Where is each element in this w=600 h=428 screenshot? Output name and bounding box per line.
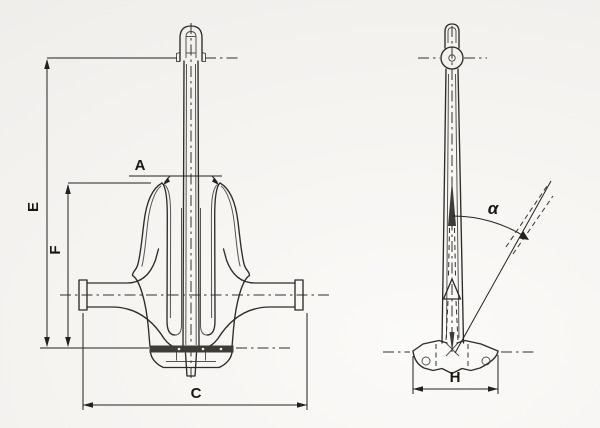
side-shank-right (457, 68, 465, 344)
dim-c-extensions (82, 313, 308, 410)
fluke-right-rim (220, 185, 241, 267)
alpha-arc-arrow (519, 230, 529, 240)
side-shank (441, 68, 465, 352)
dim-h-label: H (450, 369, 461, 386)
arm-left-bottom (86, 306, 178, 349)
fluke-rotated-axis (454, 180, 552, 354)
side-fluke-tip-up (448, 180, 456, 226)
angle-alpha: α (451, 180, 554, 354)
arm-right-palm (294, 279, 304, 311)
side-shackle-outer (444, 23, 460, 49)
alpha-arc (451, 215, 528, 239)
side-fluke-root (449, 332, 455, 352)
fluke-left-inner2 (164, 184, 172, 319)
front-fluke-left (131, 182, 182, 348)
dim-f-arrow-bottom (65, 337, 71, 347)
crown-bowl (149, 351, 233, 369)
arm-left-top (86, 248, 160, 284)
side-crown-pivot-cross (445, 342, 460, 357)
side-crown-folds (435, 344, 469, 369)
dim-h-arrow-left (413, 386, 423, 392)
front-fluke-right (200, 182, 251, 348)
dim-f-label: F (47, 245, 64, 254)
front-view: E F A C (25, 23, 332, 410)
dim-c-label: C (191, 385, 202, 402)
dimension-C: C (82, 313, 308, 410)
arm-right-top (222, 248, 296, 284)
shackle-pin (186, 36, 196, 54)
alpha-label: α (488, 199, 500, 218)
side-shackle-inner (447, 26, 457, 43)
dim-e-arrow-bottom (44, 337, 50, 347)
fluke-right-inner (206, 182, 221, 336)
crown-ribs (176, 352, 206, 361)
front-shank (182, 60, 200, 377)
shank-left-inner (185, 63, 187, 346)
fluke-right-inner2 (210, 184, 218, 319)
dim-c-arrow-left (83, 402, 93, 408)
side-fluke-arrow (442, 278, 462, 300)
fluke-right-outer (219, 182, 251, 348)
crown-rivet (201, 347, 205, 351)
dim-f-arrow-top (65, 184, 71, 194)
shackle-outer (179, 25, 203, 62)
fluke-right-rear (200, 208, 208, 336)
side-centerlines (383, 26, 536, 353)
side-fluke-dashed-lower (445, 300, 459, 342)
dimension-A: A (129, 157, 222, 185)
crown-plate (149, 345, 234, 353)
side-shackle (440, 23, 464, 70)
dim-c-arrow-right (297, 402, 307, 408)
shank-right-inner (195, 63, 197, 346)
crown-rivet (219, 347, 223, 351)
dim-a-arrow-left (163, 177, 170, 185)
side-crown-bottom (412, 350, 499, 375)
side-shackle-hole (448, 54, 456, 62)
dimension-E: E (25, 57, 177, 347)
shackle-inner (185, 30, 197, 58)
fluke-rotated-profile (505, 185, 554, 255)
shank-right-edge (197, 60, 200, 347)
fluke-left-inner (161, 182, 176, 336)
side-view: α H (383, 23, 554, 394)
fluke-left-rear (174, 208, 182, 336)
dim-e-label: E (25, 202, 42, 212)
dim-a-label: A (135, 157, 146, 174)
arm-left-palm (78, 279, 88, 311)
side-shackle-boss (440, 46, 464, 70)
side-crown-hole-left (421, 356, 431, 366)
dimension-F: F (40, 182, 151, 349)
dim-h-arrow-right (488, 386, 498, 392)
side-crown-hole-right (481, 356, 491, 366)
shank-left-edge (182, 60, 185, 347)
front-shackle (176, 25, 206, 62)
front-crown (149, 345, 234, 369)
shank-tip (184, 352, 198, 377)
side-shank-left (441, 68, 447, 344)
fluke-left-rim (141, 185, 162, 267)
arm-right-bottom (204, 306, 296, 349)
crown-rivet (177, 347, 181, 351)
dim-a-arrow-right (212, 177, 219, 185)
dim-e-arrow-top (44, 59, 50, 69)
dim-h-extensions (412, 355, 499, 394)
dimension-H: H (412, 355, 499, 394)
fluke-left-outer (131, 182, 163, 348)
